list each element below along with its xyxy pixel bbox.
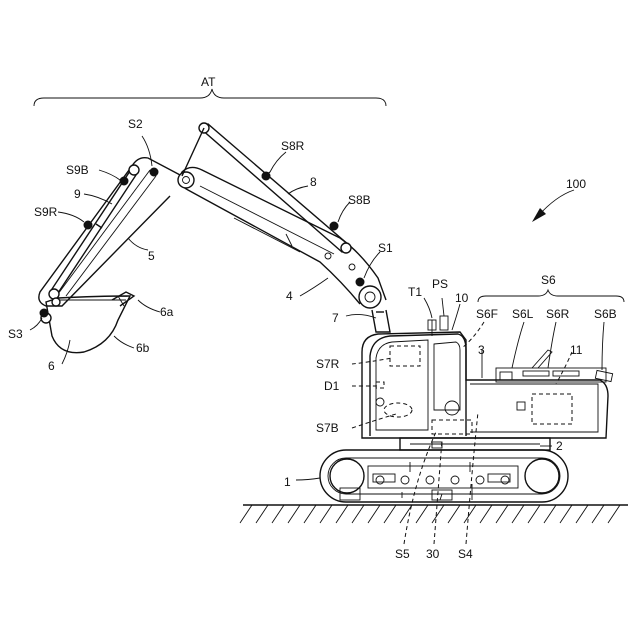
label-7: 7 [332,311,339,325]
label-d1: D1 [324,379,340,393]
label-s6f: S6F [476,307,498,321]
sensor-s1-marker [356,278,365,287]
lower-traveling-body [320,450,568,502]
sensor-s9r-marker [84,221,93,230]
sensor-group-s6-brace [478,290,624,302]
label-s6l: S6L [512,307,534,321]
sensor-s8r-marker [262,172,271,181]
label-s6r: S6R [546,307,570,321]
label-1: 1 [284,475,291,489]
label-t1: T1 [408,285,422,299]
bucket [41,292,134,353]
cab [370,316,472,448]
label-ps: PS [432,277,448,291]
label-100: 100 [566,177,586,191]
label-10: 10 [455,291,469,305]
label-30: 30 [426,547,440,561]
label-s1: S1 [378,241,393,255]
label-s6b: S6B [594,307,617,321]
boom-cylinder [372,310,390,332]
label-s7r: S7R [316,357,340,371]
ground [240,505,628,523]
sensor-s2-marker [150,168,159,177]
label-6b: 6b [136,341,150,355]
labels: AT S2 S8R S9B 9 8 S8B 100 S9R 5 S1 4 T1 … [8,75,617,561]
label-8: 8 [310,175,317,189]
label-11: 11 [570,343,583,357]
sensor-s8b-marker [330,222,339,231]
label-5: 5 [148,249,155,263]
label-at: AT [201,75,216,89]
label-s9r: S9R [34,205,58,219]
label-6a: 6a [160,305,174,319]
label-9: 9 [74,187,81,201]
label-s2: S2 [128,117,143,131]
label-3: 3 [478,343,485,357]
label-2: 2 [556,439,563,453]
label-s9b: S9B [66,163,89,177]
label-s6: S6 [541,273,556,287]
label-s7b: S7B [316,421,339,435]
reference-arrow-100 [532,190,574,222]
label-6: 6 [48,359,55,373]
label-s8b: S8B [348,193,371,207]
label-s4: S4 [458,547,473,561]
sensor-s9b-marker [120,177,129,186]
arm [39,158,194,306]
label-s5: S5 [395,547,410,561]
label-4: 4 [286,289,293,303]
sensor-s3-marker [40,309,49,318]
attachment-brace [34,89,386,106]
sensor-markers [40,168,365,318]
label-s3: S3 [8,327,23,341]
label-s8r: S8R [281,139,305,153]
